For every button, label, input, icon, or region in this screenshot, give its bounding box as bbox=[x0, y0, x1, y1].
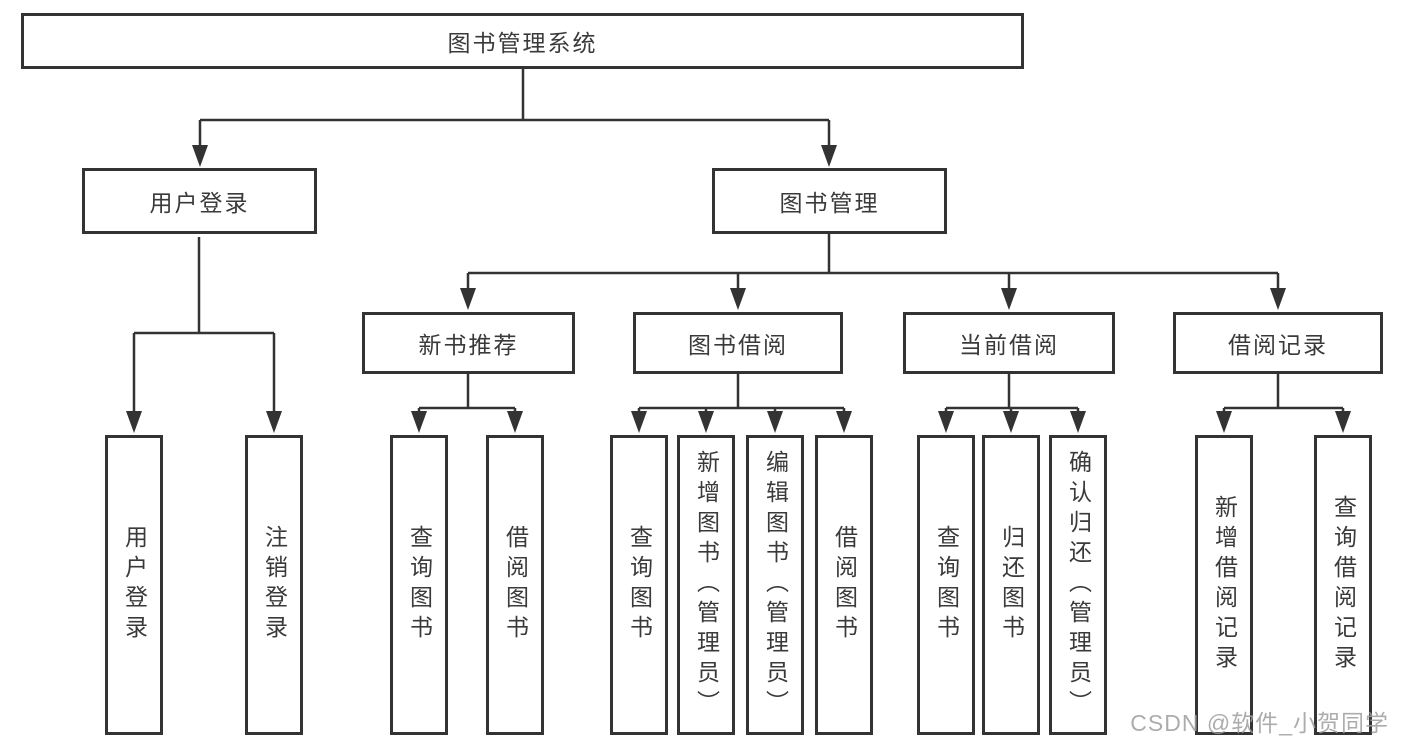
arrowhead-icon bbox=[938, 411, 954, 433]
arrowhead-icon bbox=[1335, 411, 1351, 433]
leaf-bb-query-books: 查询图书 bbox=[610, 435, 668, 735]
leaf-label: 用户登录 bbox=[121, 525, 148, 645]
leaf-bb-borrow-books: 借阅图书 bbox=[815, 435, 873, 735]
arrowhead-icon bbox=[1216, 411, 1232, 433]
arrowhead-icon bbox=[460, 288, 476, 310]
leaf-label: 查询借阅记录 bbox=[1330, 495, 1357, 675]
leaf-logout: 注销登录 bbox=[245, 435, 303, 735]
arrowheads bbox=[126, 145, 1351, 433]
leaf-bb-add-books-admin: 新增图书（管理员） bbox=[677, 435, 735, 735]
arrowhead-icon bbox=[836, 411, 852, 433]
leaf-user-login: 用户登录 bbox=[105, 435, 163, 735]
arrowhead-icon bbox=[730, 288, 746, 310]
arrowhead-icon bbox=[1003, 411, 1019, 433]
leaf-br-add-record: 新增借阅记录 bbox=[1195, 435, 1253, 735]
node-user-login: 用户登录 bbox=[82, 168, 317, 234]
arrowhead-icon bbox=[126, 411, 142, 433]
node-book-management: 图书管理 bbox=[712, 168, 947, 234]
arrowhead-icon bbox=[266, 411, 282, 433]
leaf-label: 归还图书 bbox=[998, 525, 1025, 645]
connector-borrow-records-branch bbox=[1222, 374, 1345, 413]
node-borrow-records: 借阅记录 bbox=[1173, 312, 1383, 374]
connector-book-mgmt-branch bbox=[466, 234, 1280, 289]
arrowhead-icon bbox=[507, 411, 523, 433]
leaf-label: 新增图书（管理员） bbox=[693, 450, 720, 720]
arrowhead-icon bbox=[1270, 288, 1286, 310]
leaf-bb-edit-books-admin: 编辑图书（管理员） bbox=[746, 435, 804, 735]
node-current-borrow: 当前借阅 bbox=[903, 312, 1115, 374]
leaf-label: 借阅图书 bbox=[831, 525, 858, 645]
connector-user-login-branch bbox=[132, 237, 276, 412]
leaf-br-query-record: 查询借阅记录 bbox=[1314, 435, 1372, 735]
leaf-label: 查询图书 bbox=[626, 525, 653, 645]
arrowhead-icon bbox=[821, 145, 837, 167]
csdn-watermark: CSDN @软件_小贺同学 bbox=[1130, 710, 1389, 736]
arrowhead-icon bbox=[631, 411, 647, 433]
arrowhead-icon bbox=[192, 145, 208, 167]
node-root-system: 图书管理系统 bbox=[21, 13, 1024, 69]
connector-current-borrow-branch bbox=[944, 374, 1080, 413]
leaf-label: 注销登录 bbox=[261, 525, 288, 645]
leaf-label: 编辑图书（管理员） bbox=[762, 450, 789, 720]
leaf-nbr-borrow-books: 借阅图书 bbox=[486, 435, 544, 735]
arrowhead-icon bbox=[411, 411, 427, 433]
leaf-cb-return-books: 归还图书 bbox=[982, 435, 1040, 735]
leaf-label: 借阅图书 bbox=[502, 525, 529, 645]
leaf-nbr-query-books: 查询图书 bbox=[390, 435, 448, 735]
leaf-label: 查询图书 bbox=[406, 525, 433, 645]
arrowhead-icon bbox=[1070, 411, 1086, 433]
connector-book-borrow-branch bbox=[637, 374, 846, 413]
connector-new-book-branch bbox=[417, 374, 517, 413]
leaf-cb-confirm-return-admin: 确认归还（管理员） bbox=[1049, 435, 1107, 735]
leaf-label: 确认归还（管理员） bbox=[1065, 450, 1092, 720]
arrowhead-icon bbox=[1001, 288, 1017, 310]
leaf-label: 查询图书 bbox=[933, 525, 960, 645]
leaf-label: 新增借阅记录 bbox=[1211, 495, 1238, 675]
node-new-book-recommend: 新书推荐 bbox=[362, 312, 575, 374]
arrowhead-icon bbox=[767, 411, 783, 433]
connector-root-branch bbox=[198, 69, 831, 146]
leaf-cb-query-books: 查询图书 bbox=[917, 435, 975, 735]
arrowhead-icon bbox=[698, 411, 714, 433]
node-book-borrow: 图书借阅 bbox=[633, 312, 843, 374]
